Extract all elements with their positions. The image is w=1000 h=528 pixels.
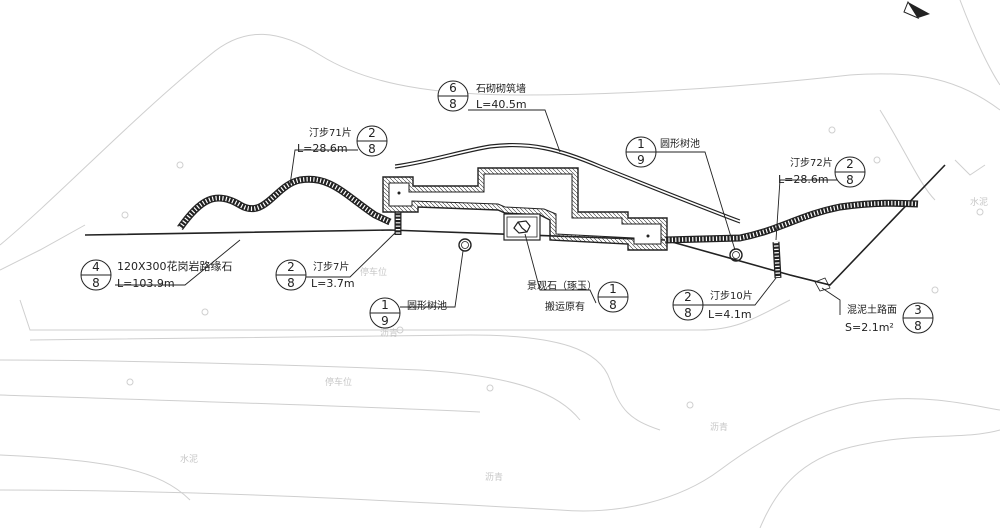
svg-text:2: 2	[287, 260, 295, 274]
svg-text:搬运原有: 搬运原有	[545, 300, 585, 313]
svg-text:8: 8	[609, 298, 617, 312]
stepping-path-vertical	[772, 241, 782, 279]
svg-text:120X300花岗岩路缘石: 120X300花岗岩路缘石	[117, 259, 233, 273]
callout-stepping-7[interactable]: 2 8 汀步7片 L=3.7m	[275, 259, 355, 291]
svg-text:8: 8	[449, 97, 457, 111]
svg-text:L=28.6m: L=28.6m	[778, 173, 829, 186]
svg-text:圆形树池: 圆形树池	[660, 137, 700, 150]
stepping-path-left	[177, 175, 392, 231]
svg-text:汀步72片: 汀步72片	[790, 156, 833, 169]
svg-text:8: 8	[368, 142, 376, 156]
svg-text:1: 1	[609, 282, 617, 296]
svg-text:3: 3	[914, 303, 922, 317]
svg-text:9: 9	[381, 314, 389, 328]
svg-text:6: 6	[449, 81, 457, 95]
svg-text:8: 8	[684, 306, 692, 320]
parking-label: 停车位	[325, 376, 352, 388]
cement-label: 水泥	[180, 453, 198, 465]
callout-round-pool-bottom[interactable]: 1 9 圆形树池	[369, 297, 447, 329]
concrete-pad	[814, 277, 831, 292]
svg-text:混泥土路面: 混泥土路面	[847, 303, 897, 316]
callout-round-pool-top[interactable]: 1 9 圆形树池	[625, 136, 700, 168]
svg-text:8: 8	[92, 276, 100, 290]
tree-icon	[121, 126, 984, 409]
leader-lines	[115, 109, 850, 315]
cement-label: 水泥	[970, 196, 988, 208]
svg-text:4: 4	[92, 260, 100, 274]
planter-structure	[382, 167, 668, 251]
svg-text:圆形树池: 圆形树池	[407, 299, 447, 312]
svg-text:汀步7片: 汀步7片	[313, 260, 349, 273]
callout-stone-wall[interactable]: 6 8 石砌砌筑墙 L=40.5m	[437, 80, 527, 112]
callout-concrete-pave[interactable]: 3 8 混泥土路面 S=2.1m²	[845, 302, 934, 334]
svg-text:2: 2	[368, 126, 376, 140]
svg-text:1: 1	[381, 298, 389, 312]
svg-text:2: 2	[846, 157, 854, 171]
stepping-path-right	[664, 199, 919, 244]
asphalt-label: 沥青	[710, 421, 728, 433]
parking-label: 停车位	[360, 266, 387, 278]
svg-text:L=40.5m: L=40.5m	[476, 98, 527, 111]
callout-stepping-72[interactable]: 2 8 汀步72片 L=28.6m	[778, 156, 866, 188]
callout-stepping-71[interactable]: 2 8 汀步71片 L=28.6m	[297, 125, 388, 157]
svg-text:9: 9	[637, 153, 645, 167]
svg-text:L=103.9m: L=103.9m	[117, 277, 175, 290]
svg-text:汀步10片: 汀步10片	[710, 289, 753, 302]
svg-text:8: 8	[287, 276, 295, 290]
callout-curb-stone[interactable]: 4 8 120X300花岗岩路缘石 L=103.9m	[80, 259, 233, 291]
svg-text:S=2.1m²: S=2.1m²	[845, 321, 894, 334]
north-arrow-icon	[903, 0, 930, 20]
svg-text:L=4.1m: L=4.1m	[708, 308, 752, 321]
svg-text:2: 2	[684, 290, 692, 304]
svg-text:汀步71片: 汀步71片	[309, 126, 352, 139]
callout-stepping-10[interactable]: 2 8 汀步10片 L=4.1m	[672, 289, 753, 321]
asphalt-label: 沥青	[380, 327, 398, 339]
svg-text:8: 8	[914, 319, 922, 333]
svg-text:L=3.7m: L=3.7m	[311, 277, 355, 290]
background-labels: 停车位 停车位 沥青 沥青 沥青 水泥 水泥	[180, 196, 988, 483]
svg-text:L=28.6m: L=28.6m	[297, 142, 348, 155]
svg-text:石砌砌筑墙: 石砌砌筑墙	[476, 82, 526, 95]
curb-line	[84, 164, 946, 286]
round-tree-pool	[458, 238, 743, 262]
svg-text:1: 1	[637, 137, 645, 151]
callout-landscape-stone[interactable]: 1 8 景观石（琢玉） 搬运原有	[527, 280, 629, 313]
svg-text:8: 8	[846, 173, 854, 187]
rock-icon	[513, 220, 531, 234]
asphalt-label: 沥青	[485, 471, 503, 483]
svg-text:景观石（琢玉）: 景观石（琢玉）	[527, 280, 597, 292]
